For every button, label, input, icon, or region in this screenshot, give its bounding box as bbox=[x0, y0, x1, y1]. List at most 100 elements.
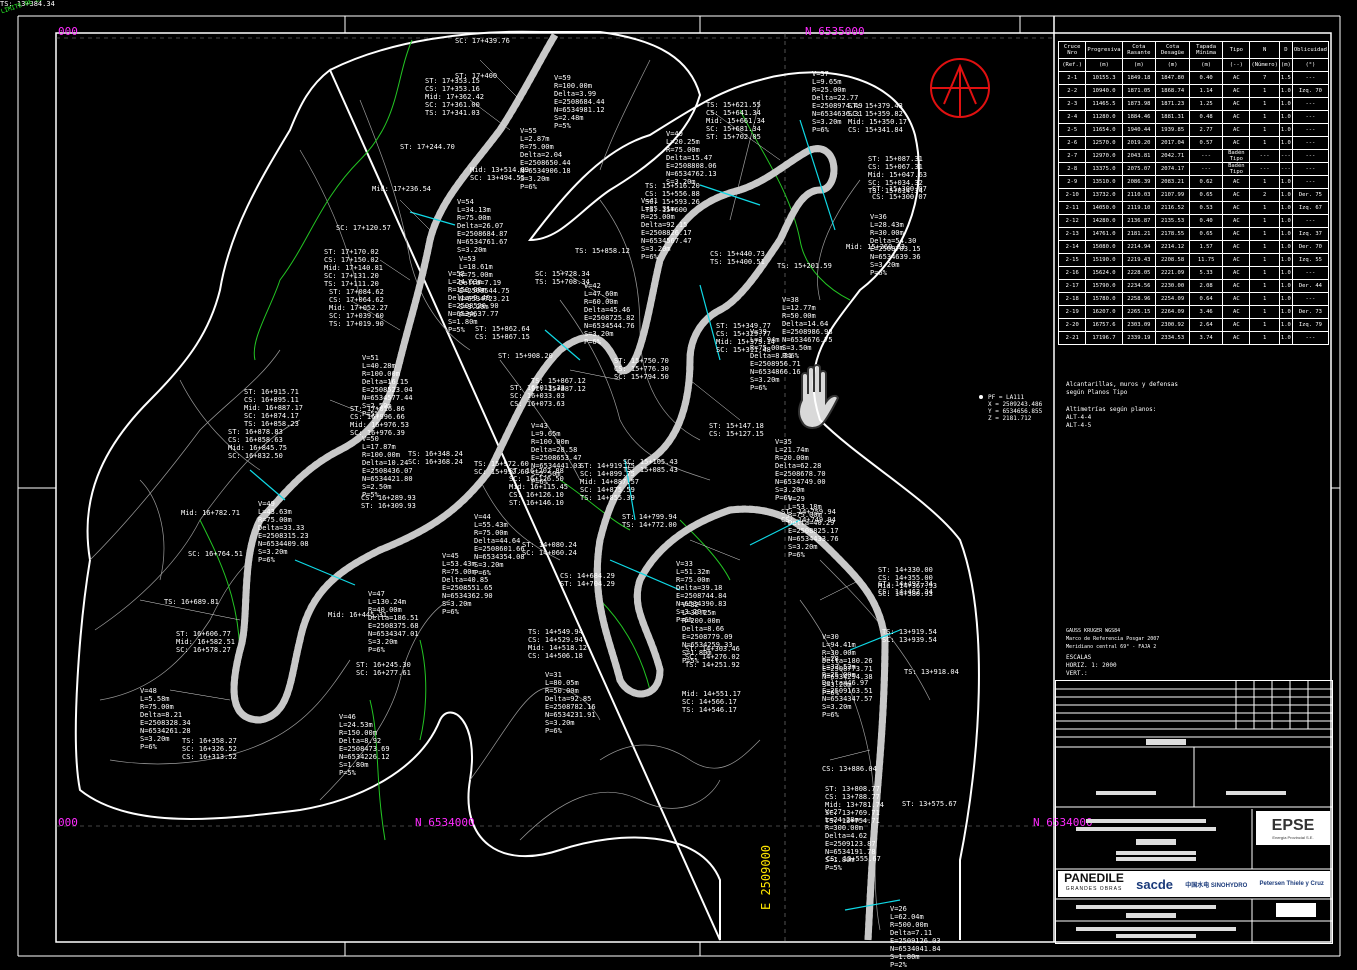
note-alt-4-4: ALT-4-4 bbox=[1066, 414, 1092, 421]
table-cell: Izq. 67 bbox=[1291, 201, 1330, 215]
alignment-label: CS: 14+684.29 ST: 14+704.29 bbox=[560, 572, 615, 588]
note-culverts: Alcantarillas, muros y defensas bbox=[1066, 381, 1178, 388]
alignment-label: ST: 16+878.83 CS: 16+858.63 Mid: 16+845.… bbox=[228, 428, 288, 460]
table-units-row: (Ref.)(m)(m)(m)(m)(--)(Número)(m)(°) bbox=[1057, 58, 1330, 72]
table-cell: 2228.05 bbox=[1121, 266, 1157, 280]
table-cell: 2339.19 bbox=[1121, 331, 1157, 345]
table-cell: 1.0 bbox=[1278, 214, 1293, 228]
table-cell: AC bbox=[1222, 240, 1251, 254]
table-cell: 2234.56 bbox=[1121, 279, 1157, 293]
table-cell: 2214.12 bbox=[1155, 240, 1190, 254]
table-cell: 2-5 bbox=[1057, 123, 1087, 137]
scale-vertical: VERT.: bbox=[1066, 670, 1088, 677]
table-cell: AC bbox=[1222, 97, 1251, 111]
north-grid-label-right: N 6534000 bbox=[1033, 816, 1093, 829]
table-cell: 2-17 bbox=[1057, 279, 1087, 293]
table-cell: 16207.0 bbox=[1085, 305, 1123, 319]
alignment-label: ST: 14+330.00 CS: 14+355.00 Mid: 14+367.… bbox=[878, 566, 938, 598]
projection-1: GAUSS KRUGER WGS84 bbox=[1066, 628, 1121, 634]
table-cell: 1873.98 bbox=[1121, 97, 1157, 111]
alignment-label: ST: 13+808.77 CS: 13+788.77 Mid: 13+781.… bbox=[825, 785, 885, 825]
table-unit-cell: (m) bbox=[1085, 58, 1123, 72]
table-cell: 1.0 bbox=[1278, 253, 1293, 267]
alignment-label: ST: 15+349.77 CS: 15+329.77 Mid: 15+375.… bbox=[716, 322, 776, 354]
alignment-label: V=29 L=53.18m R=75.00m Delta=40.29 E=250… bbox=[788, 495, 839, 559]
table-cell: 1 bbox=[1249, 110, 1280, 124]
table-cell: 1868.74 bbox=[1155, 84, 1190, 98]
table-cell: --- bbox=[1291, 162, 1330, 176]
table-cell: 1 bbox=[1249, 266, 1280, 280]
table-cell: 2-12 bbox=[1057, 214, 1087, 228]
table-cell: 2110.03 bbox=[1121, 188, 1157, 202]
alignment-label: ST: 13+575.67 bbox=[902, 800, 957, 808]
table-cell: 5.33 bbox=[1188, 266, 1224, 280]
alignment-label: Mid: 14+551.17 SC: 14+566.17 TS: 14+546.… bbox=[682, 690, 742, 714]
pan-hand-cursor-icon[interactable] bbox=[784, 362, 852, 436]
table-cell: 1 bbox=[1249, 214, 1280, 228]
table-cell: --- bbox=[1278, 149, 1293, 163]
table-cell: Der. 44 bbox=[1291, 279, 1330, 293]
table-cell: 13375.0 bbox=[1085, 162, 1123, 176]
contractor-logos: PANEDILE GRANDES OBRAS sacde 中国水电 SINOHY… bbox=[1058, 871, 1330, 897]
table-cell: 0.65 bbox=[1188, 188, 1224, 202]
projection-3: Meridiano central 69° - FAJA 2 bbox=[1066, 644, 1157, 650]
alignment-label: V=38 L=12.77m R=50.00m Delta=14.64 E=250… bbox=[782, 296, 833, 360]
table-cell: 11.75 bbox=[1188, 253, 1224, 267]
table-header-cell: Progresiva bbox=[1085, 41, 1123, 59]
table-cell: 1 bbox=[1249, 318, 1280, 332]
table-cell: AC bbox=[1222, 253, 1251, 267]
table-cell: AC bbox=[1222, 318, 1251, 332]
table-cell: --- bbox=[1249, 149, 1280, 163]
alignment-label: V=31 L=80.05m R=50.00m Delta=92.85 E=250… bbox=[545, 671, 596, 735]
alignment-label: ST: 14+799.94 TS: 14+772.00 bbox=[622, 513, 677, 529]
north-arrow bbox=[930, 58, 990, 118]
table-unit-cell: (m) bbox=[1188, 58, 1224, 72]
table-cell: 1.0 bbox=[1278, 188, 1293, 202]
alignment-label: V=44 L=55.43m R=75.00m Delta=44.64 E=250… bbox=[474, 513, 525, 577]
table-cell: 2083.21 bbox=[1155, 175, 1190, 189]
table-cell: 2135.53 bbox=[1155, 214, 1190, 228]
table-cell: AC bbox=[1222, 188, 1251, 202]
table-cell: 1 bbox=[1249, 240, 1280, 254]
alignment-label: ST: 17+400 bbox=[455, 72, 498, 80]
alignment-label: Mid: 13+514.89 SC: 13+494.55 bbox=[470, 166, 530, 182]
table-unit-cell: (°) bbox=[1291, 58, 1330, 72]
title-block-grid bbox=[1056, 681, 1332, 943]
table-cell: 2136.87 bbox=[1121, 214, 1157, 228]
table-cell: 2-11 bbox=[1057, 201, 1087, 215]
alignment-label: V=52 L=24.63m R=150.00m Delta=9.40 E=250… bbox=[448, 270, 499, 334]
alignment-label: TS: 14+549.94 CS: 14+529.94 Mid: 14+518.… bbox=[528, 628, 588, 660]
table-cell: 0.40 bbox=[1188, 214, 1224, 228]
alignment-label: ST: 16+013.33 SC: 16+033.03 CS: 16+073.6… bbox=[510, 384, 565, 408]
table-cell: 1.0 bbox=[1278, 201, 1293, 215]
table-cell: 2-1 bbox=[1057, 71, 1087, 85]
alignment-label: Mid: 15+260.83 bbox=[846, 243, 906, 251]
table-cell: 11465.5 bbox=[1085, 97, 1123, 111]
table-header-cell: Tapada Mínima bbox=[1188, 41, 1224, 59]
table-cell: 2-15 bbox=[1057, 253, 1087, 267]
alignment-label: CS: 16+289.93 ST: 16+309.93 bbox=[361, 494, 416, 510]
table-cell: 1.0 bbox=[1278, 305, 1293, 319]
table-cell: 15624.0 bbox=[1085, 266, 1123, 280]
title-block: EPSE Energía Provincial S.E. PANEDILE GR… bbox=[1055, 680, 1333, 944]
table-cell: 1 bbox=[1249, 292, 1280, 306]
alignment-label: ST: 16+915.71 CS: 16+895.11 Mid: 16+887.… bbox=[244, 388, 304, 428]
table-header-cell: Oblicuidad bbox=[1291, 41, 1330, 59]
table-cell: 2 bbox=[1249, 188, 1280, 202]
table-cell: 1.0 bbox=[1278, 292, 1293, 306]
panedile-logo-subtitle: GRANDES OBRAS bbox=[1065, 886, 1123, 892]
table-cell: 2221.09 bbox=[1155, 266, 1190, 280]
table-cell: 2219.43 bbox=[1121, 253, 1157, 267]
